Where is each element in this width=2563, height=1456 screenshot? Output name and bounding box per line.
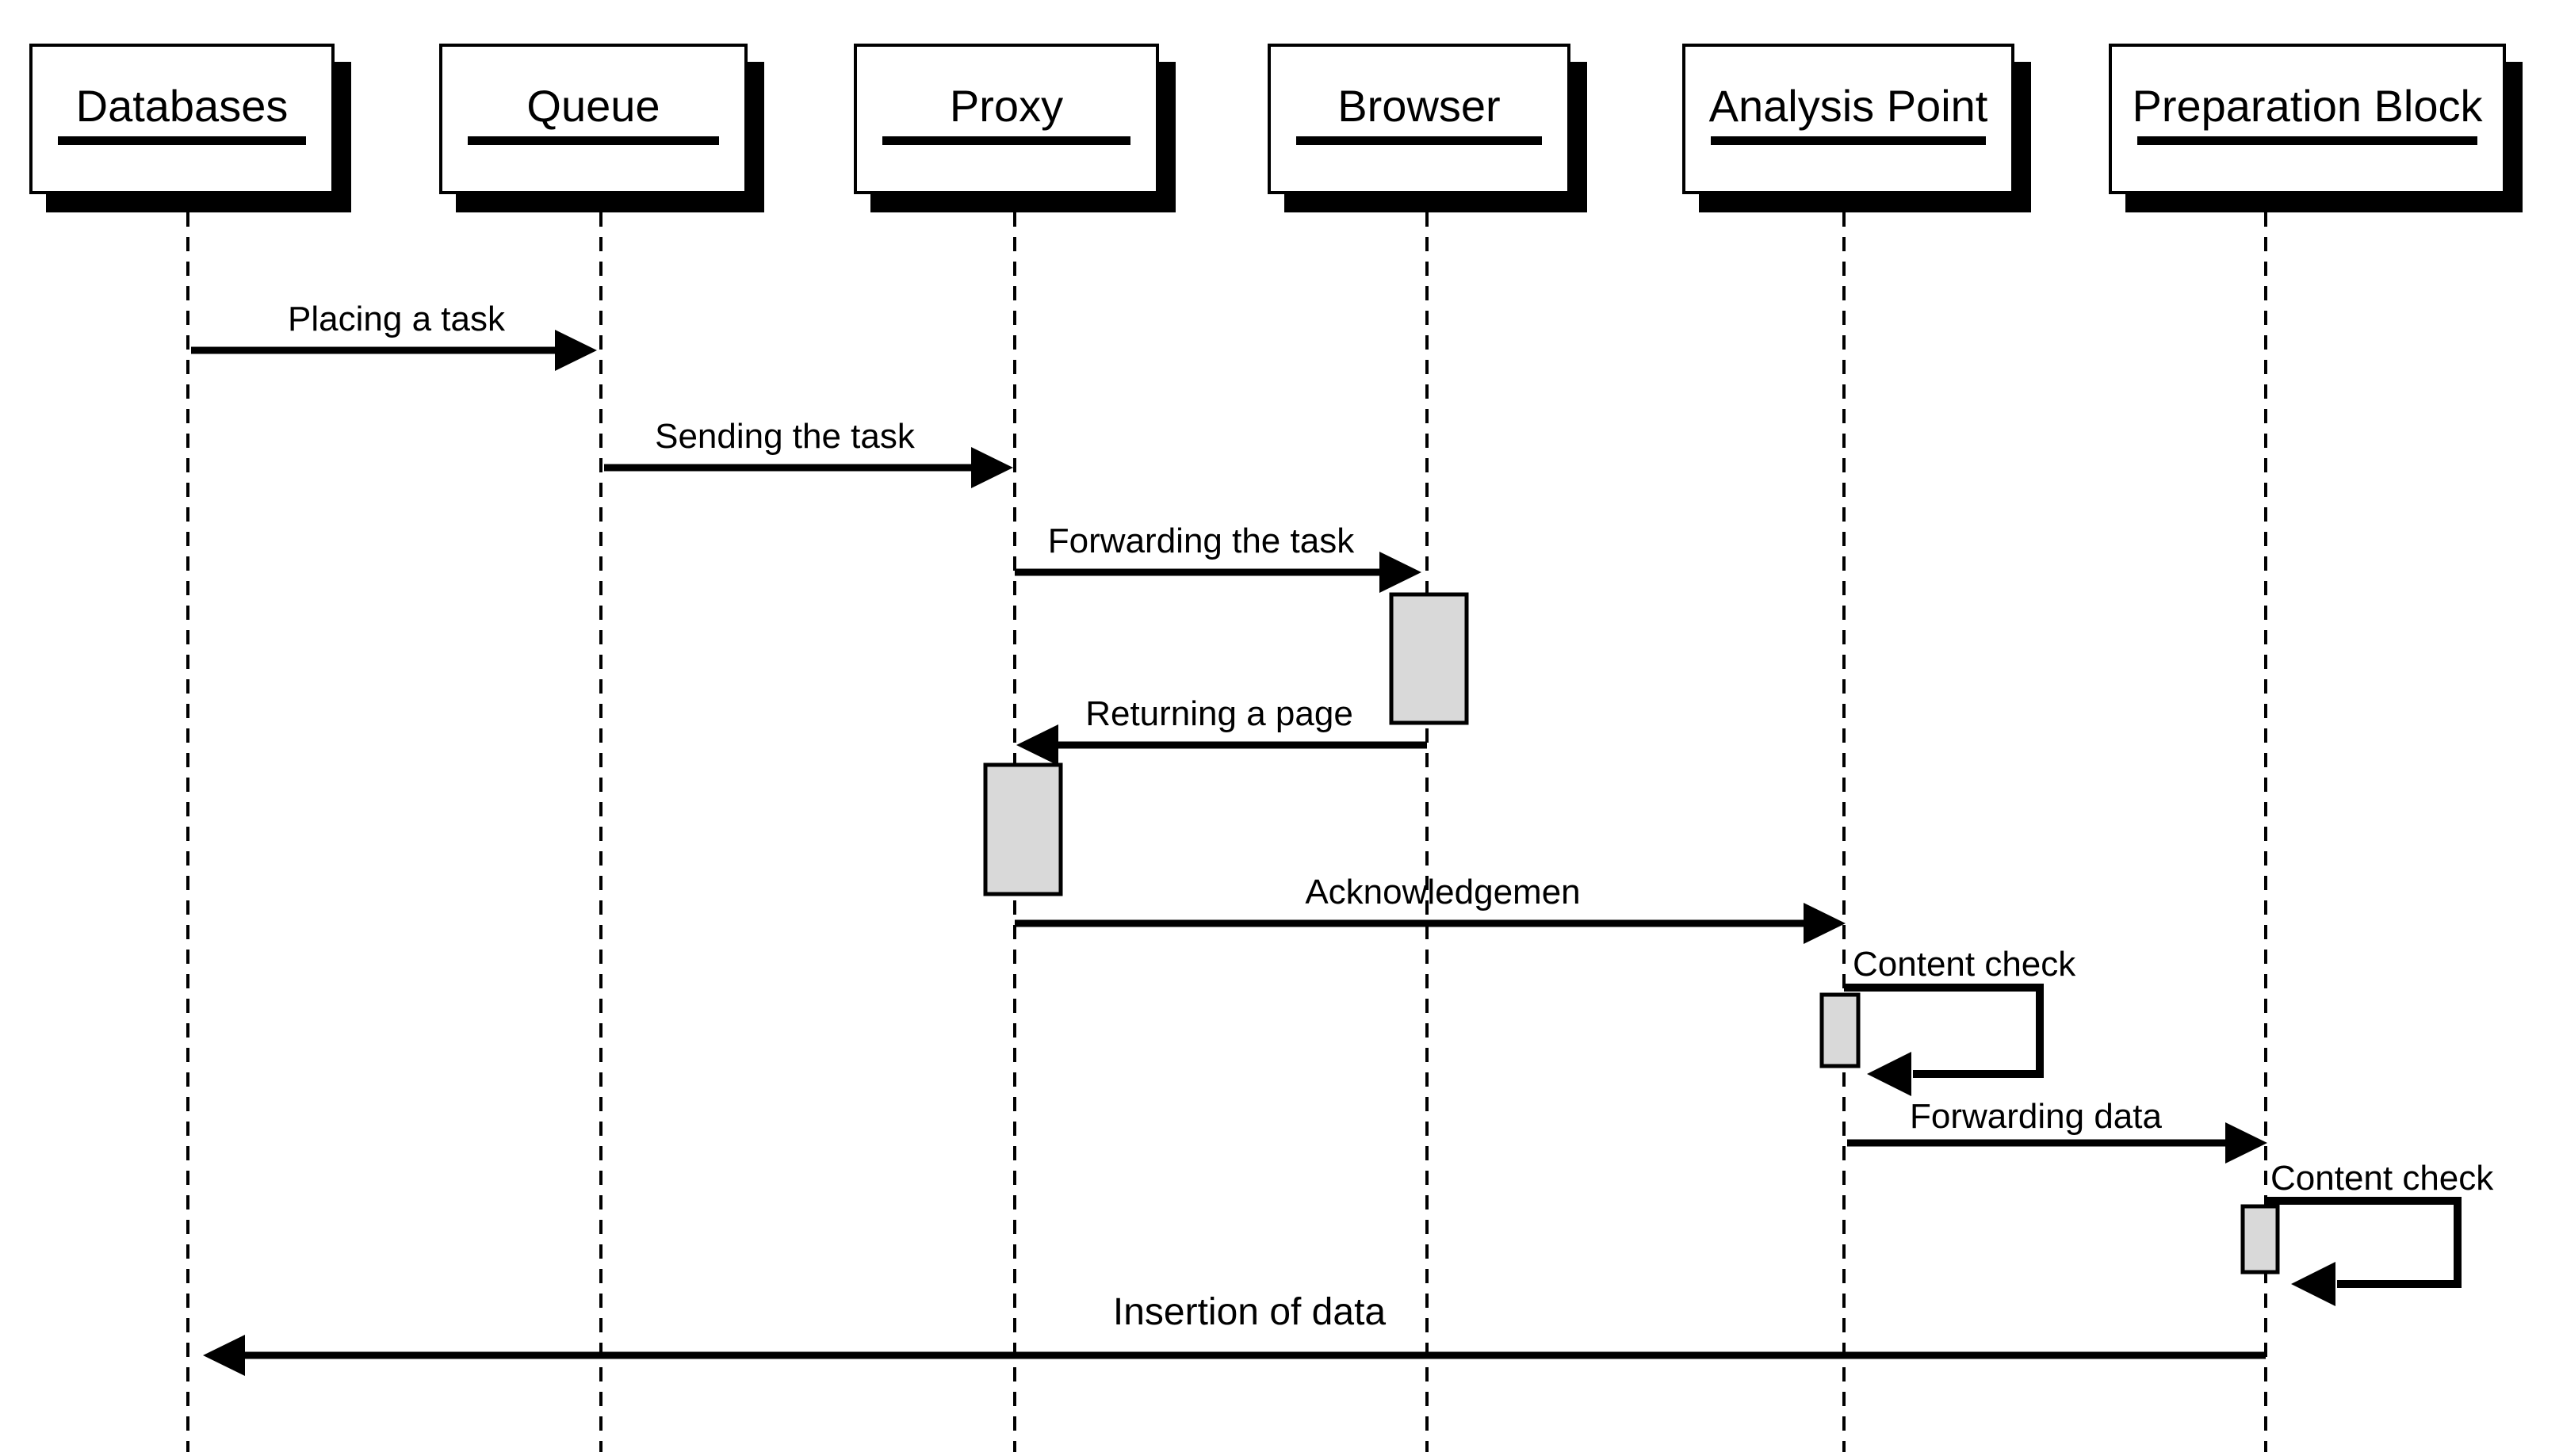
actor-underline bbox=[468, 136, 719, 145]
actor-box-proxy: Proxy bbox=[854, 44, 1159, 194]
message-label-content-check-preparation: Content check bbox=[2270, 1159, 2494, 1198]
actor-box-preparation-block: Preparation Block bbox=[2109, 44, 2506, 194]
arrow-placing-a-task bbox=[191, 330, 597, 371]
actor-underline bbox=[2137, 136, 2477, 145]
activation-analysis-point bbox=[1819, 992, 1861, 1068]
arrow-forwarding-the-task bbox=[1015, 552, 1421, 593]
activation-preparation-block bbox=[2240, 1204, 2280, 1274]
message-label-forwarding-the-task: Forwarding the task bbox=[1047, 522, 1355, 560]
arrow-acknowledgemen bbox=[1015, 903, 1846, 944]
arrow-forwarding-data bbox=[1847, 1122, 2267, 1164]
message-label-insertion-of-data: Insertion of data bbox=[1112, 1291, 1387, 1333]
actor-box-browser: Browser bbox=[1268, 44, 1570, 194]
actor-name-browser: Browser bbox=[1337, 81, 1501, 132]
actor-name-proxy: Proxy bbox=[949, 81, 1064, 132]
arrow-insertion-of-data bbox=[203, 1335, 2266, 1376]
actor-box-databases: Databases bbox=[29, 44, 335, 194]
actor-underline bbox=[1296, 136, 1542, 145]
message-label-sending-the-task: Sending the task bbox=[655, 417, 915, 456]
message-label-placing-a-task: Placing a task bbox=[288, 300, 505, 338]
actor-underline bbox=[882, 136, 1130, 145]
actor-box-queue: Queue bbox=[439, 44, 748, 194]
actor-underline bbox=[1711, 136, 1986, 145]
actor-box-analysis-point: Analysis Point bbox=[1682, 44, 2014, 194]
arrow-sending-the-task bbox=[604, 447, 1013, 488]
message-label-returning-a-page: Returning a page bbox=[1085, 694, 1353, 733]
actor-name-databases: Databases bbox=[75, 81, 289, 132]
message-label-forwarding-data: Forwarding data bbox=[1910, 1097, 2162, 1136]
message-label-acknowledgemen: Acknowledgemen bbox=[1305, 873, 1581, 911]
message-label-content-check-analysis: Content check bbox=[1853, 945, 2076, 984]
actor-underline bbox=[58, 136, 306, 145]
arrow-returning-a-page bbox=[1016, 724, 1427, 766]
actor-name-queue: Queue bbox=[526, 81, 660, 132]
actor-name-analysis-point: Analysis Point bbox=[1708, 81, 1988, 132]
self-loop-content-check-analysis-point bbox=[1844, 984, 2044, 1096]
self-loop-content-check-preparation-block bbox=[2266, 1197, 2462, 1306]
activation-proxy bbox=[983, 762, 1063, 896]
actor-name-preparation-block: Preparation Block bbox=[2132, 81, 2483, 132]
activation-browser bbox=[1389, 592, 1469, 725]
